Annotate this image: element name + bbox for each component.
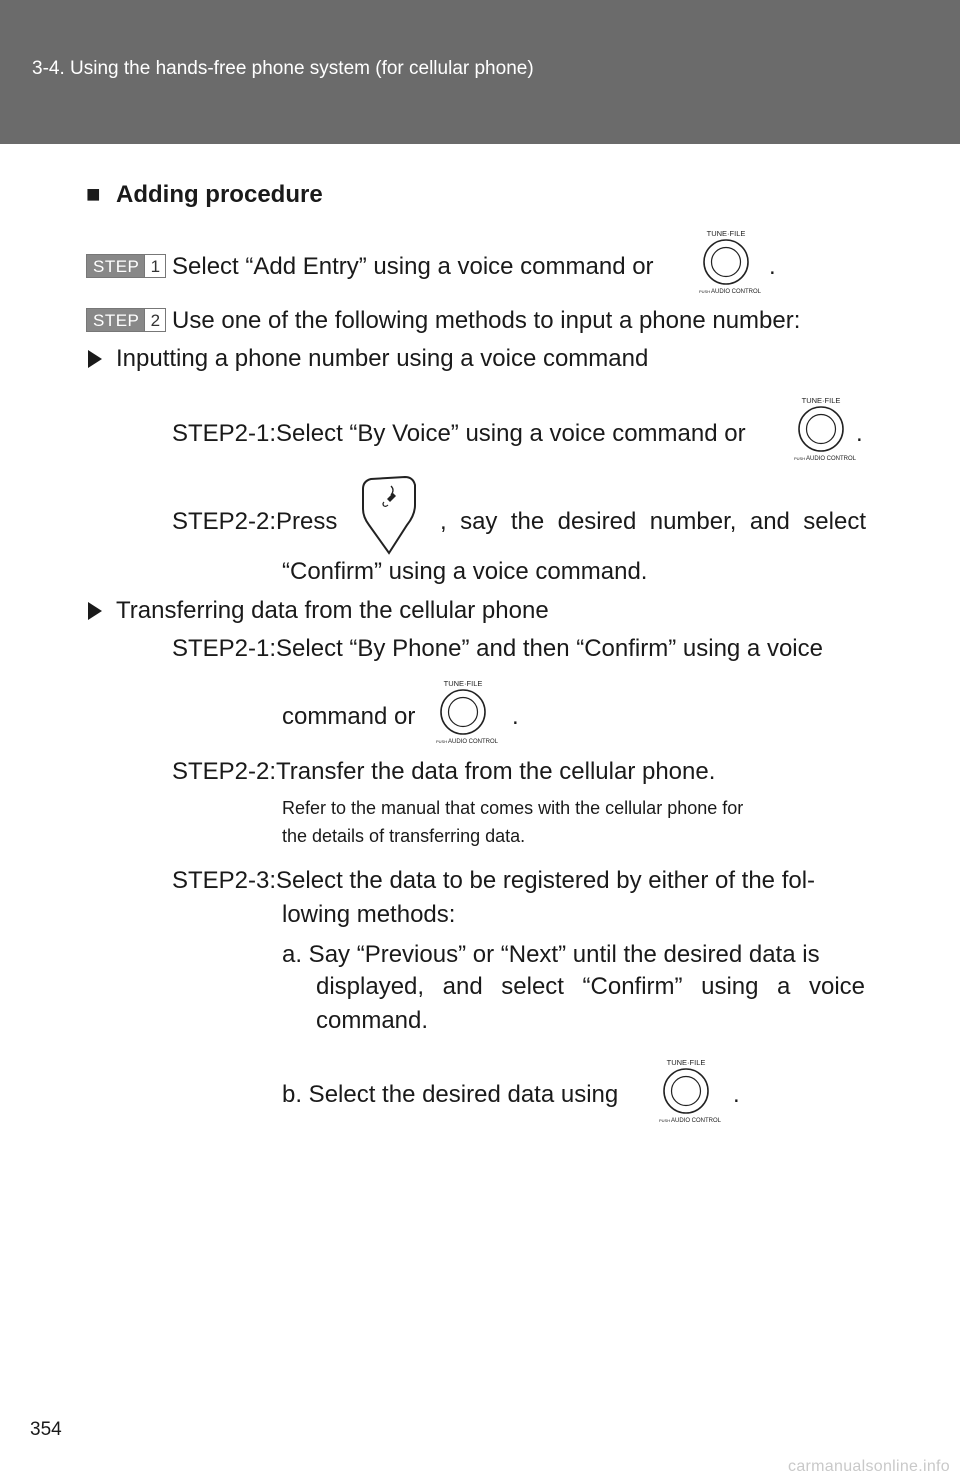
- phone-step2-3-text: STEP2-3:Select the data to be registered…: [172, 867, 816, 894]
- page-number: 354: [30, 1419, 62, 1440]
- phone-step2-1-cont: command or: [282, 703, 416, 730]
- phone-step2-3-cont: lowing methods:: [282, 901, 456, 928]
- method-a-line2: displayed, and select “Confirm” using a …: [316, 973, 865, 1000]
- phone-step2-2-note-line1: Refer to the manual that comes with the …: [282, 798, 744, 818]
- arrow-bullet-icon: [88, 350, 102, 368]
- step-badge-number: 2: [144, 309, 166, 331]
- tune-file-knob-icon: [435, 678, 498, 746]
- step1-text: Select “Add Entry” using a voice command…: [172, 253, 654, 280]
- phone-step2-1-text: STEP2-1:Select “By Phone” and then “Conf…: [172, 635, 823, 662]
- step-badge-number: 1: [144, 255, 166, 277]
- phone-step2-2-text: STEP2-2:Transfer the data from the cellu…: [172, 758, 716, 785]
- voice-method-title: Inputting a phone number using a voice c…: [116, 345, 649, 372]
- tune-file-knob-icon: [698, 228, 761, 296]
- page-header: 3-4. Using the hands-free phone system (…: [0, 0, 960, 144]
- arrow-bullet-icon: [88, 602, 102, 620]
- tune-file-knob-icon: [793, 395, 856, 463]
- phone-step2-2-note-line2: the details of transferring data.: [282, 826, 526, 846]
- section-heading: Adding procedure: [116, 181, 323, 208]
- step-badge-word: STEP: [93, 311, 140, 330]
- step-badge-word: STEP: [93, 257, 140, 276]
- watermark: carmanualsonline.info: [788, 1458, 950, 1475]
- header-title: 3-4. Using the hands-free phone system (…: [32, 58, 534, 79]
- step1-period: .: [769, 253, 776, 280]
- voice-step2-1-text: STEP2-1:Select “By Voice” using a voice …: [172, 420, 746, 447]
- phone-step2-1-period: .: [512, 703, 519, 730]
- step1-badge: STEP 1: [86, 254, 167, 278]
- tune-file-knob-icon: [658, 1057, 721, 1125]
- voice-step2-2-post: , say the desired number, and select: [440, 508, 866, 535]
- method-b-text: b. Select the desired data using: [282, 1081, 619, 1108]
- voice-step2-2-cont: “Confirm” using a voice command.: [282, 558, 648, 585]
- voice-step2-1-period: .: [856, 420, 863, 447]
- method-b-period: .: [733, 1081, 740, 1108]
- voice-step2-2-pre: STEP2-2:Press: [172, 508, 338, 535]
- method-a-line3: command.: [316, 1007, 429, 1034]
- method-a-line1: a. Say “Previous” or “Next” until the de…: [282, 941, 820, 968]
- phone-method-title: Transferring data from the cellular phon…: [116, 597, 549, 624]
- talk-switch-icon: [362, 475, 416, 555]
- step2-badge: STEP 2: [86, 308, 167, 332]
- step2-text: Use one of the following methods to inpu…: [172, 307, 801, 334]
- section-bullet: ■: [86, 181, 101, 208]
